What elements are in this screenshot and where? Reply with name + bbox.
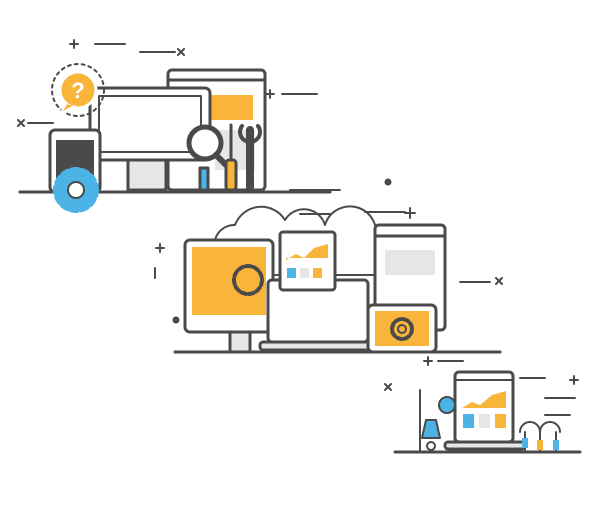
- support-scene: ?: [17, 39, 341, 213]
- decor-sparkles: [154, 178, 503, 324]
- wrench-icon: [238, 124, 262, 192]
- gear-icon: [53, 167, 99, 213]
- monitor-icon: [183, 238, 275, 354]
- tool-handle: [198, 166, 210, 192]
- question-mark: ?: [71, 78, 84, 103]
- cloud-scene: [154, 178, 503, 354]
- question-bubble-icon: ?: [51, 63, 105, 117]
- magnifier-icon: [186, 124, 229, 168]
- screwdriver-icon: [224, 123, 238, 192]
- flask-icon: [419, 389, 456, 453]
- laptop-icon: [443, 370, 527, 451]
- monitor-icon: [88, 86, 212, 192]
- lab-scene: [384, 356, 582, 454]
- decor-sparkles: [17, 39, 341, 191]
- decor-sparkles: [384, 356, 579, 416]
- test-tube-icon: [519, 421, 561, 451]
- tablet-icon: [366, 303, 438, 354]
- chart-window-icon: [278, 230, 337, 292]
